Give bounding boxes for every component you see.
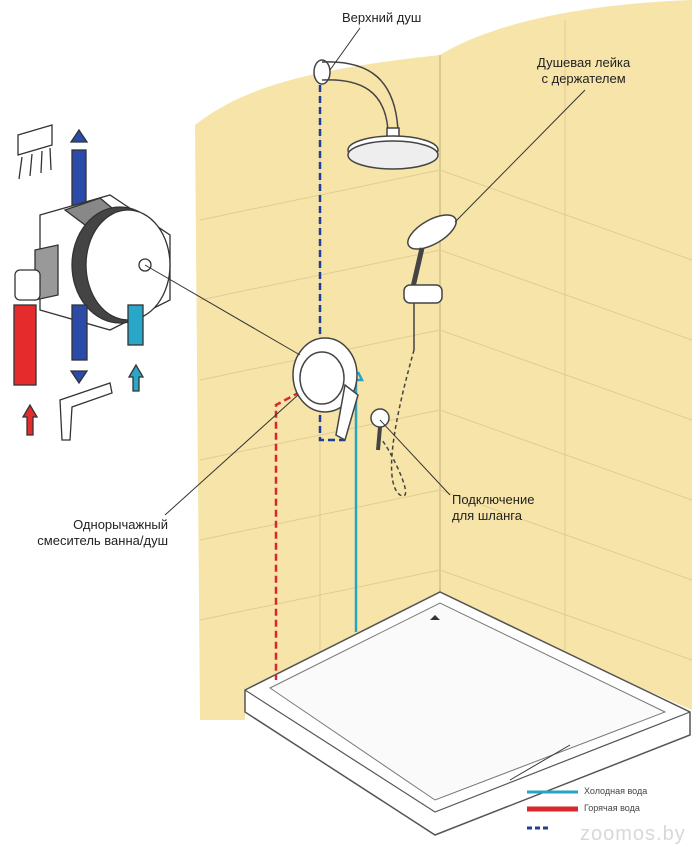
mixer-body-inset	[13, 124, 171, 441]
leader-lines	[144, 27, 586, 781]
shower-tray	[244, 591, 691, 836]
mixer	[292, 337, 390, 451]
overhead-shower	[313, 59, 439, 170]
watermark: zoomos.by	[580, 823, 686, 845]
hot-pipe	[274, 390, 301, 680]
label-hand-shower-line1: Душевая лейка	[537, 55, 631, 70]
cold-pipe	[354, 371, 365, 632]
label-hose-connection: Подключение для шланга	[452, 492, 534, 524]
label-mixer: Однорычажный смеситель ванна/душ	[30, 517, 168, 549]
label-hand-shower-line2: с держателем	[541, 71, 626, 86]
label-hose-line1: Подключение	[452, 492, 535, 507]
hand-shower	[379, 214, 457, 497]
wall-right	[440, 0, 692, 710]
label-mixer-line1: Однорычажный	[73, 517, 168, 532]
label-hand-shower: Душевая лейка с держателем	[537, 55, 630, 87]
legend-hot-label: Горячая вода	[584, 803, 640, 813]
legend-cold-label: Холодная вода	[584, 786, 648, 796]
label-top-shower: Верхний душ	[342, 10, 422, 25]
label-mixer-line2: смеситель ванна/душ	[37, 533, 168, 548]
label-hose-line2: для шланга	[452, 508, 522, 523]
mixed-pipe	[318, 85, 345, 442]
